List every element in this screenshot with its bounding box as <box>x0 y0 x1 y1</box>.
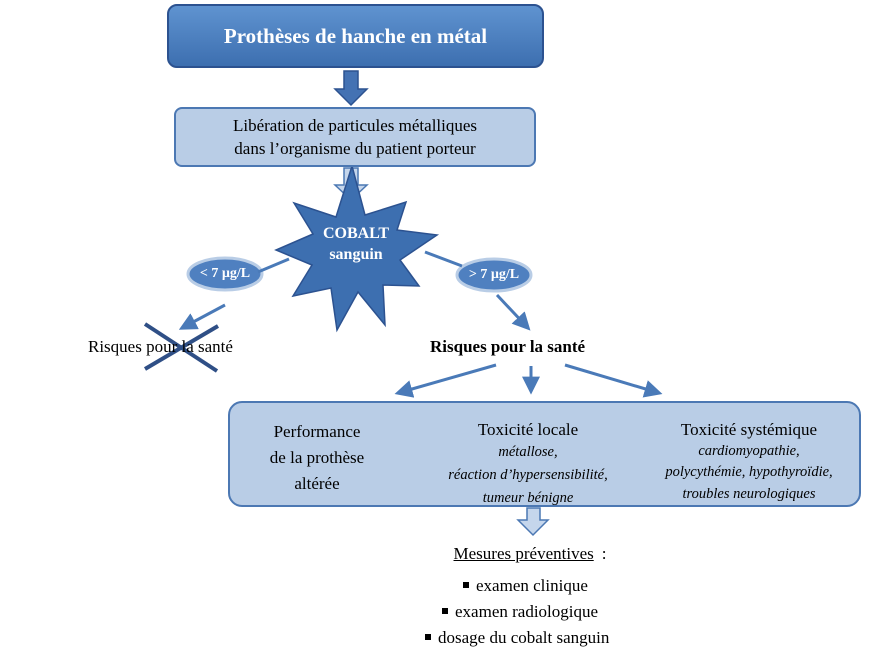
local-detail-3: tumeur bénigne <box>482 490 574 506</box>
threshold-low-label: < 7 µg/L <box>199 266 251 281</box>
risk-right-label: Risques pour la santé <box>430 337 586 356</box>
cobalt-line-2: sanguin <box>329 246 383 263</box>
arrow-star-to-low <box>257 257 290 274</box>
local-title: Toxicité locale <box>477 420 579 439</box>
measures-item-3: dosage du cobalt sanguin <box>425 625 609 651</box>
cross-line-2 <box>143 324 220 371</box>
cobalt-line-1: COBALT <box>322 225 390 242</box>
threshold-high-pill <box>455 257 533 293</box>
systemic-title: Toxicité systémique <box>680 420 818 439</box>
outcome-performance: Performance de la prothèse altérée <box>258 419 376 497</box>
performance-line-2: de la prothèse <box>269 448 365 467</box>
release-line-2: dans l’organisme du patient porteur <box>234 139 476 158</box>
risk-left-label: Risques pour la santé <box>88 337 233 356</box>
outcome-systemic-toxicity: Toxicité systémique cardiomyopathie, pol… <box>636 418 862 505</box>
local-detail-1: métallose, <box>498 444 558 460</box>
measures-item-2-label: examen radiologique <box>455 602 599 621</box>
block-arrow-3 <box>516 507 550 537</box>
threshold-low-pill <box>186 256 264 292</box>
performance-line-3: altérée <box>294 474 340 493</box>
performance-line-1: Performance <box>273 422 361 441</box>
title-box: Prothèses de hanche en métal <box>167 4 544 68</box>
measures-item-3-label: dosage du cobalt sanguin <box>438 628 610 647</box>
local-detail-2: réaction d’hypersensibilité, <box>448 467 608 483</box>
systemic-detail-2: polycythémie, hypothyroïdie, <box>665 464 833 480</box>
bullet-icon <box>463 582 469 589</box>
measures-item-1-label: examen clinique <box>476 576 588 595</box>
measures-item-1: examen clinique <box>463 573 588 599</box>
release-line-1: Libération de particules métalliques <box>232 116 478 135</box>
cobalt-starburst <box>274 163 440 333</box>
arrow-low-to-risk <box>178 303 226 330</box>
arrow-high-to-risk <box>495 293 531 331</box>
cobalt-label: COBALT sanguin <box>300 223 412 265</box>
arrow-risk-to-perf <box>394 363 497 398</box>
bullet-icon <box>442 608 448 615</box>
release-box: Libération de particules métalliques dan… <box>174 107 536 167</box>
measures-title: Mesures préventives <box>453 544 594 563</box>
threshold-high-label: > 7 µg/L <box>468 267 520 282</box>
bullet-icon <box>425 634 431 641</box>
arrow-star-to-high <box>424 250 463 268</box>
systemic-detail-1: cardiomyopathie, <box>698 443 800 459</box>
arrow-risk-to-syst <box>564 363 663 398</box>
measures-heading: Mesures préventives: <box>380 544 680 564</box>
measures-item-2: examen radiologique <box>442 599 598 625</box>
outcome-local-toxicity: Toxicité locale métallose, réaction d’hy… <box>420 418 636 510</box>
block-arrow-1 <box>333 70 369 107</box>
outcomes-box <box>228 401 861 507</box>
measures-colon: : <box>601 544 607 563</box>
title-text: Prothèses de hanche en métal <box>223 23 488 48</box>
systemic-detail-3: troubles neurologiques <box>682 486 816 502</box>
